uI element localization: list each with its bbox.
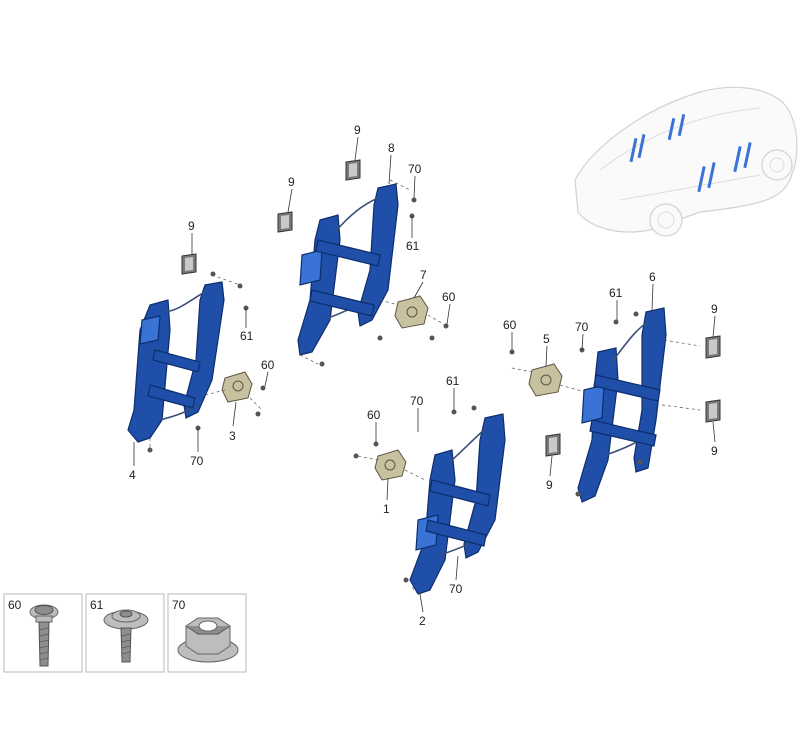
callout-61: 61 xyxy=(406,239,420,253)
legend-item-61[interactable]: 61 xyxy=(85,593,165,673)
window-motor-7[interactable] xyxy=(379,295,446,329)
pad-part-9-c[interactable] xyxy=(345,159,361,181)
callout-70: 70 xyxy=(575,320,589,334)
callout-61: 61 xyxy=(609,286,623,300)
callout-70: 70 xyxy=(408,162,422,176)
callout-3: 3 xyxy=(229,429,236,443)
pad-part-9-e[interactable] xyxy=(705,399,721,423)
window-regulator-8[interactable] xyxy=(297,179,411,365)
callout-70: 70 xyxy=(410,394,424,408)
callout-9: 9 xyxy=(288,175,295,189)
callout-61: 61 xyxy=(446,374,460,388)
pad-part-9-b[interactable] xyxy=(277,211,293,233)
callout-70: 70 xyxy=(190,454,204,468)
callout-7: 7 xyxy=(420,268,427,282)
callout-61: 61 xyxy=(240,329,254,343)
callout-60: 60 xyxy=(442,290,456,304)
hardware-legend: 60 61 70 xyxy=(3,593,247,673)
callout-60: 60 xyxy=(367,408,381,422)
callout-9: 9 xyxy=(546,478,553,492)
callout-9: 9 xyxy=(188,219,195,233)
legend-item-70[interactable]: 70 xyxy=(167,593,247,673)
legend-number-61: 61 xyxy=(90,598,104,612)
callout-1: 1 xyxy=(383,502,390,516)
callout-2: 2 xyxy=(419,614,426,628)
legend-number-70: 70 xyxy=(172,598,186,612)
legend-number-60: 60 xyxy=(8,598,22,612)
callout-8: 8 xyxy=(388,141,395,155)
callout-5: 5 xyxy=(543,332,550,346)
window-regulator-4[interactable] xyxy=(127,274,241,450)
pad-part-9-a[interactable] xyxy=(181,253,197,275)
flange-nut-icon xyxy=(177,617,239,663)
window-motor-3[interactable] xyxy=(204,371,263,411)
callout-9: 9 xyxy=(354,123,361,137)
window-regulator-2[interactable] xyxy=(409,413,506,595)
callout-60: 60 xyxy=(261,358,275,372)
callout-labels: 9 9 9 8 70 61 7 60 61 60 3 70 4 60 70 61… xyxy=(129,123,718,628)
window-motor-5[interactable] xyxy=(511,363,586,397)
callout-60: 60 xyxy=(503,318,517,332)
window-regulator-6[interactable] xyxy=(577,307,701,503)
callout-4: 4 xyxy=(129,468,136,482)
callout-70: 70 xyxy=(449,582,463,596)
callout-6: 6 xyxy=(649,270,656,284)
callout-9: 9 xyxy=(711,444,718,458)
vehicle-locator-thumbnail xyxy=(574,86,798,237)
legend-item-60[interactable]: 60 xyxy=(3,593,83,673)
window-motor-1[interactable] xyxy=(357,449,426,481)
washer-screw-icon xyxy=(103,609,149,663)
pad-part-9-d[interactable] xyxy=(705,335,721,359)
callout-9: 9 xyxy=(711,302,718,316)
leader-lines xyxy=(133,136,716,613)
fastener-dots xyxy=(147,197,643,583)
locator-regulator-marks-icon xyxy=(629,114,752,193)
pad-part-9-f[interactable] xyxy=(545,433,561,457)
flange-bolt-icon xyxy=(29,604,59,667)
